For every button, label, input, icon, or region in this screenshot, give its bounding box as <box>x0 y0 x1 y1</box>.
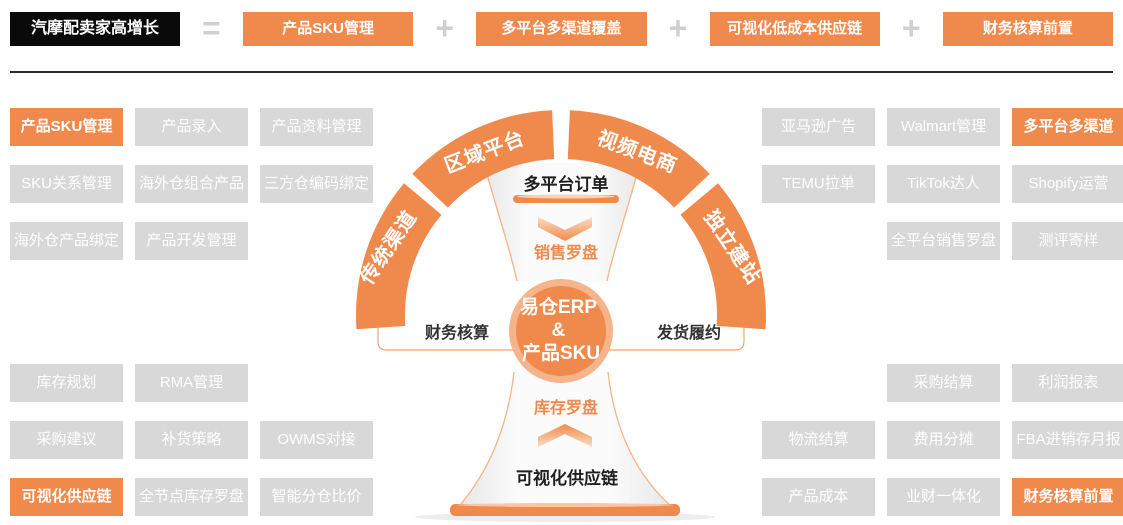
module-box: 智能分仓比价 <box>260 478 373 516</box>
equation-term: 多平台多渠道覆盖 <box>476 12 647 46</box>
module-box: 利润报表 <box>1012 364 1123 402</box>
right-top-grid: 亚马逊广告 Walmart管理 多平台多渠道 TEMU拉单 TikTok达人 S… <box>762 108 1123 260</box>
arc-segment-traditional <box>356 183 442 330</box>
module-box: 海外仓产品绑定 <box>10 222 123 260</box>
funnel-bottom-left-edge <box>458 371 515 507</box>
module-box: 产品成本 <box>762 478 875 516</box>
arc-segment-independent <box>680 183 766 330</box>
module-box: Walmart管理 <box>887 108 1000 146</box>
right-bottom-grid: 采购结算 利润报表 物流结算 费用分摊 FBA进销存月报 产品成本 业财一体化 … <box>762 364 1123 516</box>
equation-term: 财务核算前置 <box>942 12 1113 46</box>
module-box: 亚马逊广告 <box>762 108 875 146</box>
module-box: FBA进销存月报 <box>1012 421 1123 459</box>
fulfillment-label: 发货履约 <box>656 323 721 342</box>
base-bar-highlight <box>457 503 673 507</box>
module-box: 三方仓编码绑定 <box>260 165 373 203</box>
module-box: 物流结算 <box>762 421 875 459</box>
module-box: 全平台销售罗盘 <box>887 222 1000 260</box>
module-box: 可视化供应链 <box>10 478 123 516</box>
module-box: 费用分摊 <box>887 421 1000 459</box>
module-box: TikTok达人 <box>887 165 1000 203</box>
headline-badge: 汽摩配卖家高增长 <box>10 12 180 46</box>
module-box: TEMU拉单 <box>762 165 875 203</box>
arc-segment-regional <box>412 110 555 208</box>
module-box: 产品资料管理 <box>260 108 373 146</box>
module-box: 产品录入 <box>135 108 248 146</box>
module-box: 补货策略 <box>135 421 248 459</box>
module-box: SKU关系管理 <box>10 165 123 203</box>
arrow-down-icon <box>538 217 592 241</box>
module-box: 多平台多渠道 <box>1012 108 1123 146</box>
plus-sign: + <box>901 10 921 46</box>
module-box: 测评寄样 <box>1012 222 1123 260</box>
arrow-up-icon <box>538 424 592 447</box>
left-top-grid: 产品SKU管理 产品录入 产品资料管理 SKU关系管理 海外仓组合产品 三方仓编… <box>10 108 373 260</box>
equation-term: 可视化低成本供应链 <box>709 12 880 46</box>
funnel-top-right-edge <box>606 162 641 282</box>
equation-row: 汽摩配卖家高增长 = 产品SKU管理 + 多平台多渠道覆盖 + 可视化低成本供应… <box>10 12 1113 46</box>
left-bottom-grid: 库存规划 RMA管理 采购建议 补货策略 OWMS对接 可视化供应链 全节点库存… <box>10 364 373 516</box>
plus-sign: + <box>668 10 688 46</box>
module-box: 产品SKU管理 <box>10 108 123 146</box>
equation-term: 产品SKU管理 <box>243 12 414 46</box>
funnel-bottom <box>459 372 671 506</box>
center-circle-text: 易仓ERP & 产品SKU <box>520 295 602 364</box>
module-box: 海外仓组合产品 <box>135 165 248 203</box>
module-box: Shopify运营 <box>1012 165 1123 203</box>
module-box: 业财一体化 <box>887 478 1000 516</box>
module-box: 全节点库存罗盘 <box>135 478 248 516</box>
module-box: 库存规划 <box>10 364 123 402</box>
arc-segment-video <box>567 110 710 208</box>
equals-sign: = <box>202 10 221 46</box>
multi-platform-orders-label: 多平台订单 <box>524 174 609 194</box>
funnel-bottom-right-edge <box>607 371 672 507</box>
center-diagram: 传统渠道 区域平台 视频电商 独立建站 多平台订单 销售罗盘 财务核算 发货履约… <box>354 110 766 522</box>
module-box: 财务核算前置 <box>1012 478 1123 516</box>
module-box: RMA管理 <box>135 364 248 402</box>
order-lens-highlight <box>517 194 615 199</box>
module-box: 采购结算 <box>887 364 1000 402</box>
visual-supply-chain-label: 可视化供应链 <box>516 468 619 488</box>
module-box: OWMS对接 <box>260 421 373 459</box>
funnel-top <box>484 163 640 281</box>
center-circle <box>516 286 606 376</box>
module-box: 采购建议 <box>10 421 123 459</box>
base-bar <box>450 504 680 516</box>
inventory-compass-label: 库存罗盘 <box>534 398 598 417</box>
module-box: 产品开发管理 <box>135 222 248 260</box>
funnel-top-left-edge <box>483 162 518 282</box>
sales-compass-label: 销售罗盘 <box>534 243 598 262</box>
finance-accounting-label: 财务核算 <box>424 323 489 342</box>
plus-sign: + <box>435 10 455 46</box>
divider-line <box>10 71 1113 73</box>
